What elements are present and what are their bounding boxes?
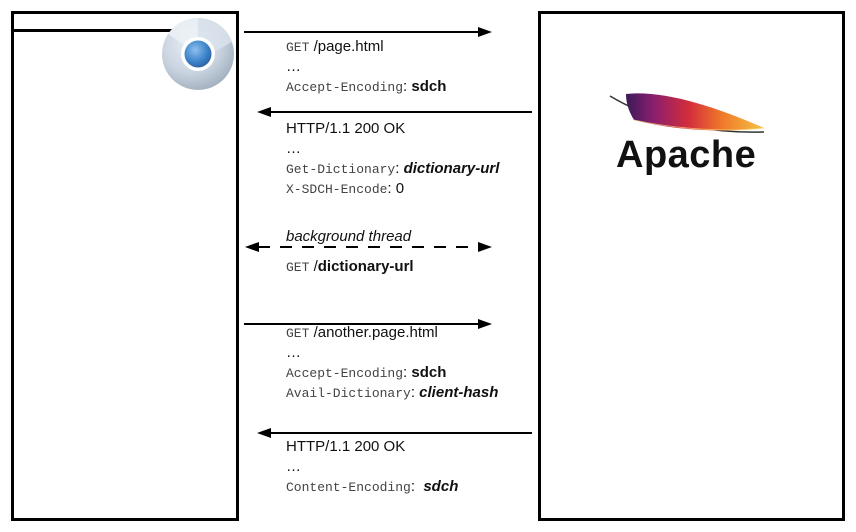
message-line: … (286, 58, 301, 75)
arrow-background-thread (245, 242, 492, 252)
message-line: Avail-Dictionary: client-hash (286, 384, 499, 401)
message-line: GET /dictionary-url (286, 258, 414, 275)
client-box (11, 11, 239, 521)
message-line: … (286, 458, 301, 475)
background-thread-label: background thread (286, 228, 414, 245)
server-box (538, 11, 845, 521)
message-line: HTTP/1.1 200 OK (286, 120, 406, 137)
message-line: Accept-Encoding: sdch (286, 364, 447, 381)
arrow-response-2 (257, 428, 532, 438)
apache-feather-icon (609, 93, 765, 133)
message-line: Get-Dictionary: dictionary-url (286, 160, 500, 177)
message-response-dictionary: HTTP/1.1 200 OK … Get-Dictionary: dictio… (286, 119, 499, 199)
message-line: HTTP/1.1 200 OK (286, 438, 406, 455)
message-line: Content-Encoding: sdch (286, 478, 459, 495)
message-request-another-page: GET /another.page.html … Accept-Encoding… (286, 323, 498, 403)
arrow-response-1 (257, 107, 532, 117)
client-top-bar (11, 29, 201, 32)
message-line: Accept-Encoding: sdch (286, 78, 447, 95)
message-request-page: GET /page.html … Accept-Encoding: sdch (286, 37, 446, 97)
message-line: … (286, 344, 301, 361)
message-response-encoded: HTTP/1.1 200 OK … Content-Encoding: sdch (286, 437, 458, 497)
arrow-request-2 (244, 319, 492, 329)
message-line: GET /another.page.html (286, 324, 438, 341)
message-fetch-dictionary: GET /dictionary-url (286, 257, 414, 277)
message-line: … (286, 140, 301, 157)
arrow-request-1 (244, 27, 492, 37)
apache-logo: Apache (600, 86, 780, 186)
chrome-logo-icon (162, 17, 234, 90)
message-line: GET /page.html (286, 38, 384, 55)
apache-wordmark: Apache (616, 134, 757, 176)
message-line: X-SDCH-Encode: 0 (286, 180, 405, 197)
